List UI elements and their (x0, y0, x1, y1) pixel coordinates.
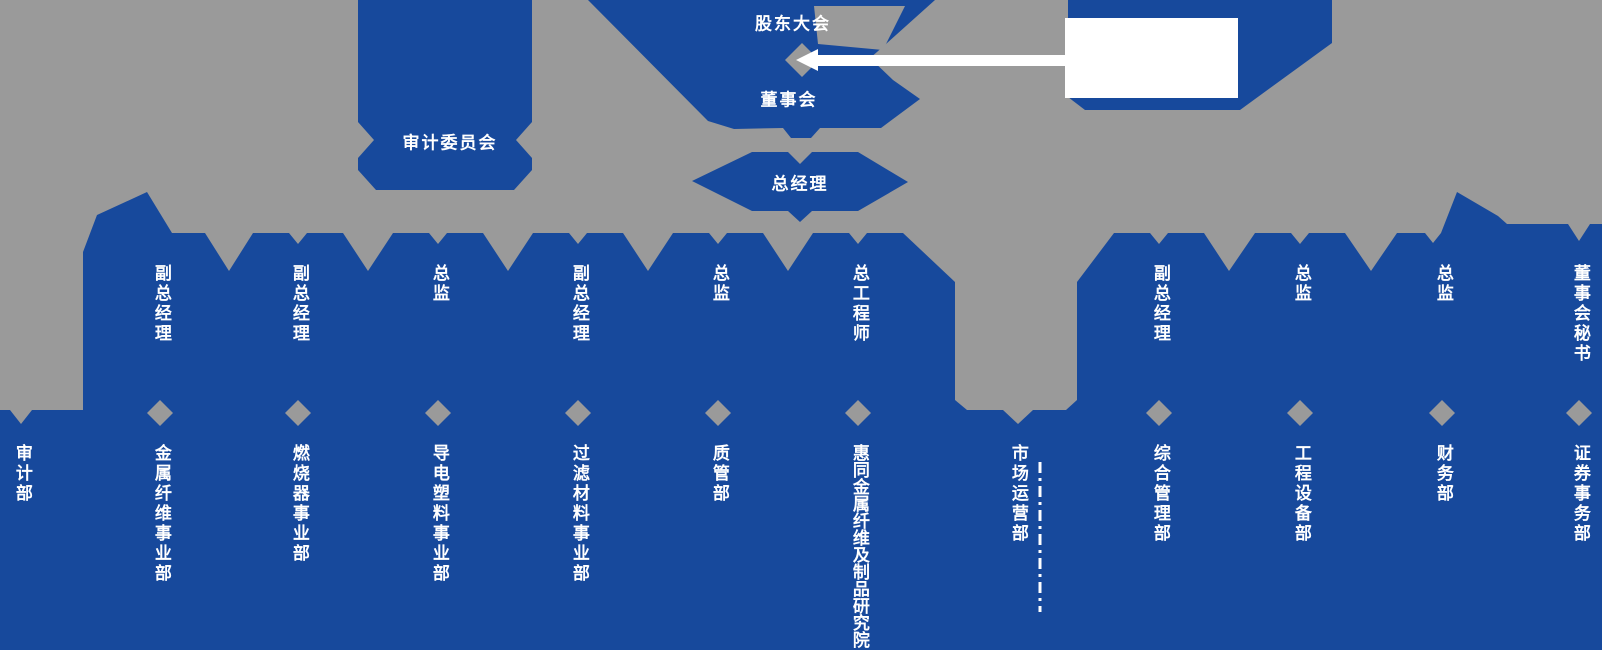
departments-mass-block (0, 192, 1602, 650)
department-label: 过滤材料事业部 (568, 444, 589, 584)
department-label: 市场运营部 (1007, 444, 1028, 544)
role-connector-diamond (1146, 400, 1172, 426)
general-manager-label: 总经理 (771, 174, 829, 195)
shareholders-meeting-label: 股东大会 (755, 14, 831, 35)
department-label: 工程设备部 (1290, 444, 1311, 544)
role-label: 副总经理 (150, 264, 171, 344)
role-connector-diamond (1287, 400, 1313, 426)
role-connector-diamond (565, 400, 591, 426)
role-label: 总监 (708, 264, 729, 304)
connector-diamonds-group (147, 400, 1592, 426)
role-label: 总监 (1432, 264, 1453, 304)
role-label: 总工程师 (848, 264, 869, 344)
department-label: 综合管理部 (1149, 444, 1170, 544)
department-label: 审计部 (11, 444, 32, 504)
callout-arrowhead (796, 49, 818, 71)
board-top-notch (814, 6, 905, 50)
department-label: 证券事务部 (1569, 444, 1590, 544)
role-connector-diamond (1429, 400, 1455, 426)
role-label: 副总经理 (1149, 264, 1170, 344)
board-of-directors-label: 董事会 (760, 90, 818, 111)
role-label: 总监 (1290, 264, 1311, 304)
role-label: 董事会秘书 (1569, 264, 1590, 364)
role-connector-diamond (1566, 400, 1592, 426)
role-label: 副总经理 (288, 264, 309, 344)
role-connector-diamond (285, 400, 311, 426)
role-connector-diamond (705, 400, 731, 426)
audit-committee-block (358, 0, 532, 190)
role-connector-diamond (845, 400, 871, 426)
department-label: 惠同金属纤维及制品研究院 (848, 444, 869, 648)
department-label: 导电塑料事业部 (428, 444, 449, 584)
general-manager-hexagon (692, 152, 908, 222)
redacted-box (1065, 18, 1238, 98)
department-label: 金属纤维事业部 (150, 444, 171, 584)
role-label: 总监 (428, 264, 449, 304)
department-label: 燃烧器事业部 (288, 444, 309, 564)
department-label: 质管部 (708, 444, 729, 504)
role-connector-diamond (425, 400, 451, 426)
audit-committee-label: 审计委员会 (402, 133, 498, 154)
department-label: 财务部 (1432, 444, 1453, 504)
role-connector-diamond (147, 400, 173, 426)
callout-line (816, 55, 1065, 66)
role-label: 副总经理 (568, 264, 589, 344)
